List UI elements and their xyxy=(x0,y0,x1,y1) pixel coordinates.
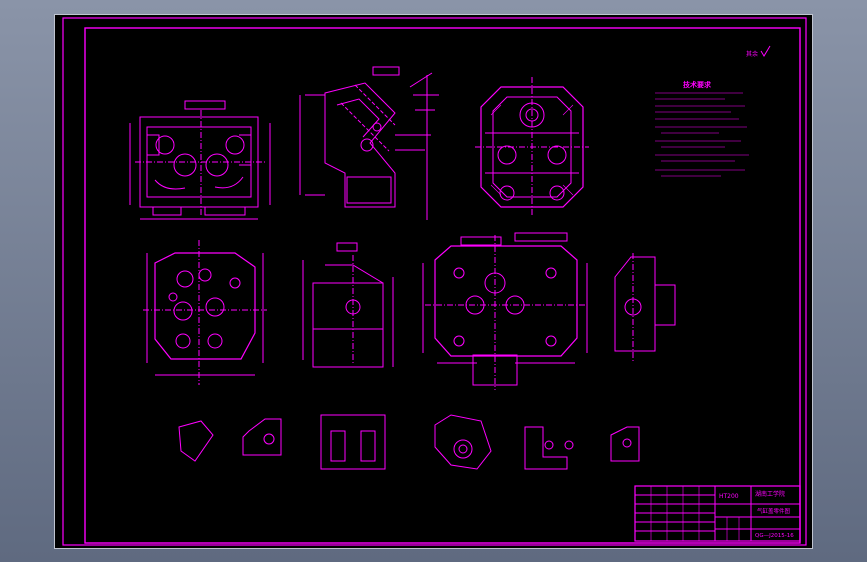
part-name: 气缸盖零件图 xyxy=(757,507,791,515)
school-name: 湖南工学院 xyxy=(755,490,785,498)
cad-viewport[interactable]: 其余 xyxy=(54,14,813,549)
material-label: HT200 xyxy=(719,493,739,500)
view-top-octagon xyxy=(475,77,589,217)
detail-2 xyxy=(242,418,282,456)
technical-requirements: 技术要求 xyxy=(655,80,749,177)
view-side-right xyxy=(614,253,676,361)
title-block: HT200 湖南工学院 气缸盖零件图 QG—J2015-16 xyxy=(634,485,801,542)
engineering-drawing: 其余 xyxy=(62,17,807,546)
detail-3 xyxy=(320,414,386,470)
detail-1 xyxy=(178,420,214,462)
view-bottom-main xyxy=(422,232,588,390)
tech-requirements-title: 技术要求 xyxy=(683,80,712,89)
detail-views-row xyxy=(178,414,640,470)
detail-5 xyxy=(524,426,568,470)
detail-6 xyxy=(610,426,640,462)
inner-sheet-border xyxy=(84,27,801,544)
roughness-note: 其余 xyxy=(746,50,758,58)
drawing-number: QG—J2015-16 xyxy=(755,533,794,539)
detail-4 xyxy=(434,414,492,470)
outer-sheet-border xyxy=(62,17,807,546)
roughness-symbol-icon xyxy=(760,45,771,57)
view-side-middle xyxy=(302,242,394,368)
view-section-a xyxy=(129,100,271,220)
view-plan-left xyxy=(143,240,267,385)
view-angled-section xyxy=(299,66,439,220)
